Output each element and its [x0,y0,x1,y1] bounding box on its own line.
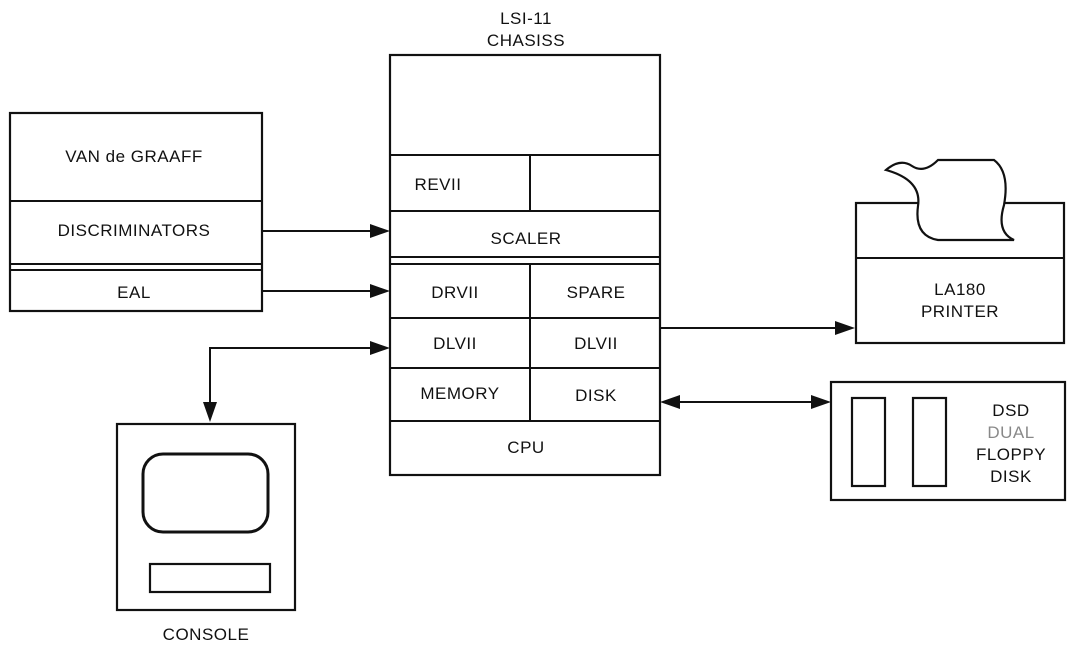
arrowhead-icon [811,395,831,409]
floppy-label-line3: FLOPPY [976,445,1046,464]
la180-printer: LA180 PRINTER [856,160,1064,343]
slot-cpu: CPU [507,438,544,457]
arrowhead-icon [370,284,390,298]
floppy-label-line2: DUAL [987,423,1034,442]
slot-memory: MEMORY [420,384,499,403]
console-terminal: CONSOLE [117,424,295,644]
arrowhead-icon [660,395,680,409]
dsd-floppy-drive: DSD DUAL FLOPPY DISK [831,382,1065,500]
slot-dlvii-right: DLVII [574,334,618,353]
chassis-title-line1: LSI-11 [500,9,552,28]
console-label: CONSOLE [163,625,250,644]
van-de-graaff-label: VAN de GRAAFF [65,147,203,166]
printer-label-line2: PRINTER [921,302,999,321]
floppy-label-line4: DISK [990,467,1032,486]
console-screen-icon [143,454,268,532]
drive-slot-icon [852,398,885,486]
printer-label-line1: LA180 [934,280,986,299]
arrowhead-icon [370,341,390,355]
discriminators-label: DISCRIMINATORS [58,221,211,240]
slot-scaler: SCALER [490,229,561,248]
left-stack: VAN de GRAAFF DISCRIMINATORS EAL [10,113,262,311]
slot-dlvii-left: DLVII [433,334,477,353]
left-stack-frame [10,113,262,311]
connector-console-dlvii [210,348,372,404]
floppy-label-line1: DSD [992,401,1029,420]
slot-drvii: DRVII [431,283,479,302]
console-keyboard-icon [150,564,270,592]
slot-revii: REVII [415,175,462,194]
arrowhead-icon [203,402,217,422]
drive-slot-icon [913,398,946,486]
lsi11-chassis: LSI-11 CHASISS REVII SCALER DRVII SPARE … [390,9,660,475]
eal-label: EAL [117,283,151,302]
slot-disk: DISK [575,386,617,405]
slot-spare: SPARE [567,283,626,302]
chassis-title-line2: CHASISS [487,31,565,50]
arrowhead-icon [370,224,390,238]
arrowhead-icon [835,321,855,335]
